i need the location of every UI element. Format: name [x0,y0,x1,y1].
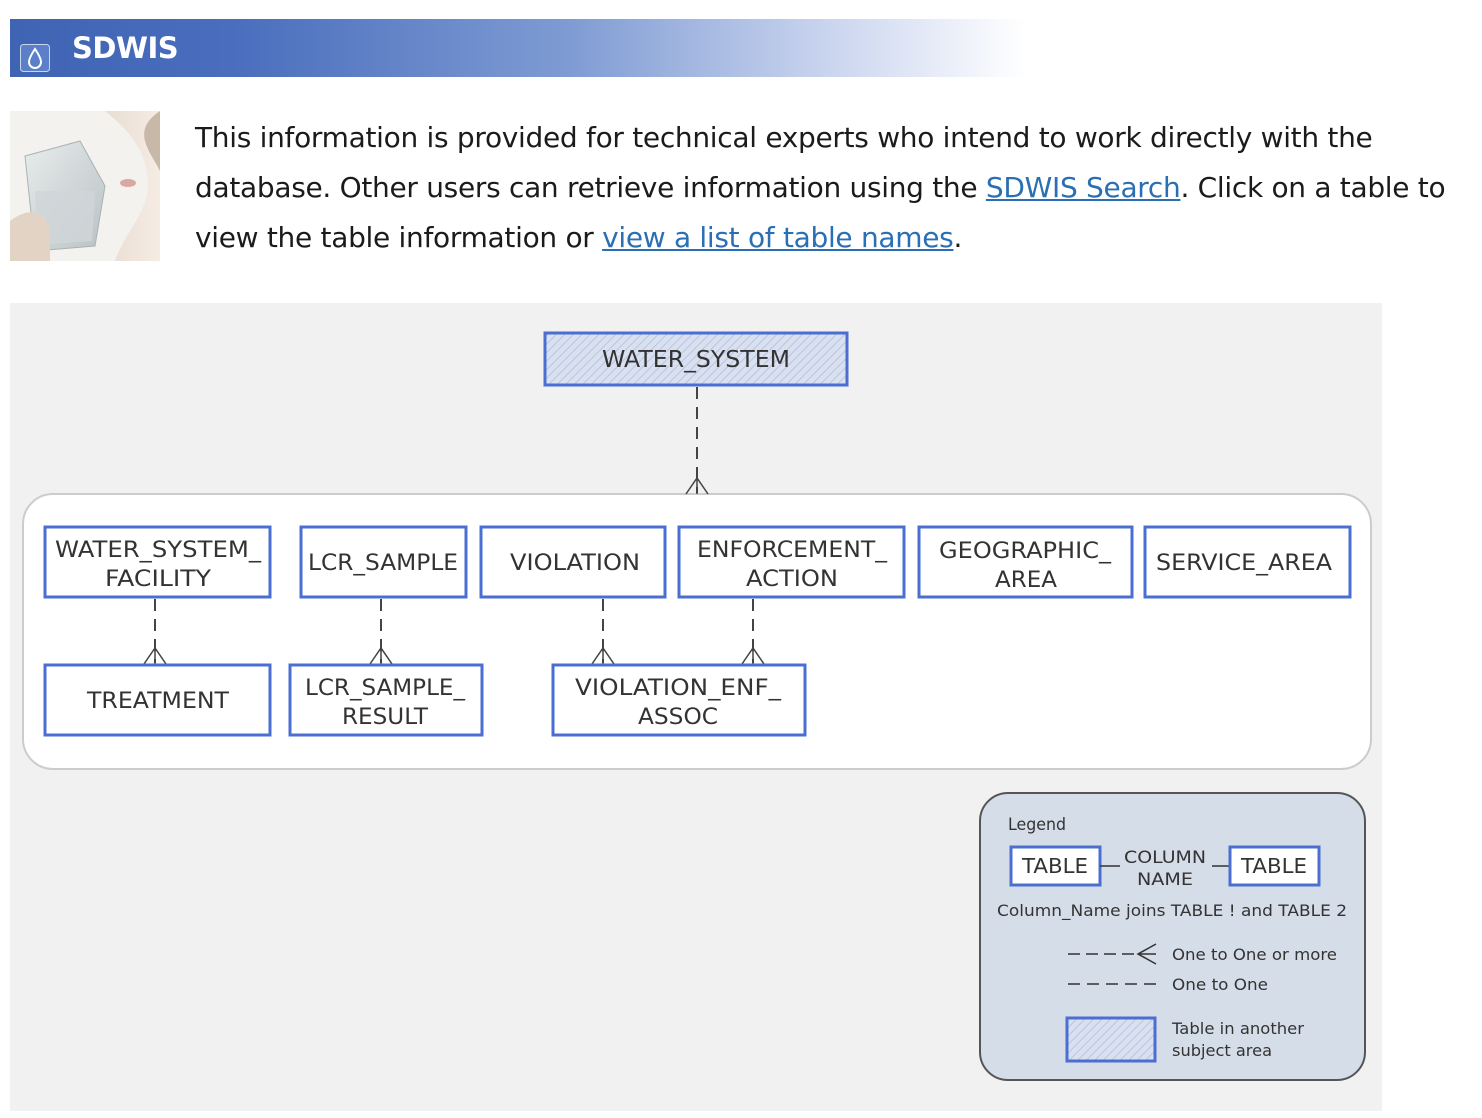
legend-table-left: TABLE [1021,854,1088,878]
legend-title: Legend [1008,815,1066,835]
intro-text-1: This information is provided for technic… [195,121,1373,204]
legend-joins-text: Column_Name joins TABLE ! and TABLE 2 [997,901,1347,921]
crow-foot-violation-assoc [591,646,615,665]
legend-column-line2: NAME [1137,870,1193,890]
table-water-system-facility-label-2: FACILITY [105,567,212,592]
table-water-system-facility-label-1: WATER_SYSTEM_ [55,538,262,563]
table-geographic-area[interactable]: GEOGRAPHIC_ AREA [917,525,1134,599]
crow-foot-markers [143,476,765,665]
table-enforcement-action[interactable]: ENFORCEMENT_ ACTION [677,525,906,599]
table-service-area-label: SERVICE_AREA [1156,551,1332,576]
page-title: SDWIS [72,31,179,65]
table-enforcement-action-label-1: ENFORCEMENT_ [697,538,888,563]
table-lcr-sample[interactable]: LCR_SAMPLE [299,525,468,599]
table-violation-enf-assoc-label-2: ASSOC [638,705,718,730]
intro-text-2: . Click on a table to view the table inf… [195,171,1446,254]
table-violation-enf-assoc-label-1: VIOLATION_ENF_ [575,676,782,701]
table-water-system-facility[interactable]: WATER_SYSTEM_ FACILITY [43,525,272,599]
legend-table-right-box [1228,845,1321,887]
table-treatment-label: TREATMENT [86,689,230,714]
crow-foot-enforcement-assoc [741,646,765,665]
table-violation[interactable]: VIOLATION [479,525,667,599]
legend-one-to-one: One to One [1172,975,1268,994]
table-violation-label: VIOLATION [510,551,640,576]
legend-one-to-many: One to One or more [1172,945,1337,964]
table-lcr-sample-label: LCR_SAMPLE [308,551,458,576]
table-lcr-sample-result-label-1: LCR_SAMPLE_ [305,676,466,701]
intro-text-3: . [953,221,963,254]
crow-foot-lcr-result [369,646,393,665]
legend: Legend TABLE COLUMN NAME TABLE Column_Na… [979,792,1366,1081]
legend-crow-foot-icon [1136,943,1157,965]
table-water-system[interactable]: WATER_SYSTEM [543,331,849,387]
er-diagram: WATER_SYSTEM WATER_SYSTEM_ FACILITY LCR_… [10,303,1382,1111]
intro-paragraph: This information is provided for technic… [195,113,1470,263]
table-geographic-area-label-1: GEOGRAPHIC_ [939,539,1112,564]
crow-foot-treatment [143,646,167,665]
legend-table-right: TABLE [1240,854,1307,878]
legend-other-area-line1: Table in another [1171,1019,1304,1038]
legend-other-area-line2: subject area [1172,1041,1272,1060]
legend-other-area-swatch [1065,1016,1157,1063]
table-names-link[interactable]: view a list of table names [602,221,954,254]
table-water-system-label: WATER_SYSTEM [602,347,790,373]
legend-column-label-bg [1120,846,1212,888]
sdwis-search-link[interactable]: SDWIS Search [985,171,1181,204]
table-enforcement-action-label-2: ACTION [746,567,838,592]
table-geographic-area-label-2: AREA [995,568,1057,593]
header-banner: SDWIS [10,19,1025,77]
table-lcr-sample-result-label-2: RESULT [342,705,429,730]
er-diagram-canvas: WATER_SYSTEM WATER_SYSTEM_ FACILITY LCR_… [22,331,1372,1081]
drinking-water-photo [10,111,160,261]
table-violation-enf-assoc[interactable]: VIOLATION_ENF_ ASSOC [551,663,807,737]
legend-column-line1: COLUMN [1124,848,1206,868]
relationship-lines [154,387,754,663]
crow-foot-water-system [685,476,709,495]
water-drop-icon [20,44,50,72]
legend-table-left-box [1009,845,1102,887]
table-lcr-sample-result[interactable]: LCR_SAMPLE_ RESULT [288,663,484,737]
table-treatment[interactable]: TREATMENT [43,663,272,737]
table-service-area[interactable]: SERVICE_AREA [1143,525,1352,599]
